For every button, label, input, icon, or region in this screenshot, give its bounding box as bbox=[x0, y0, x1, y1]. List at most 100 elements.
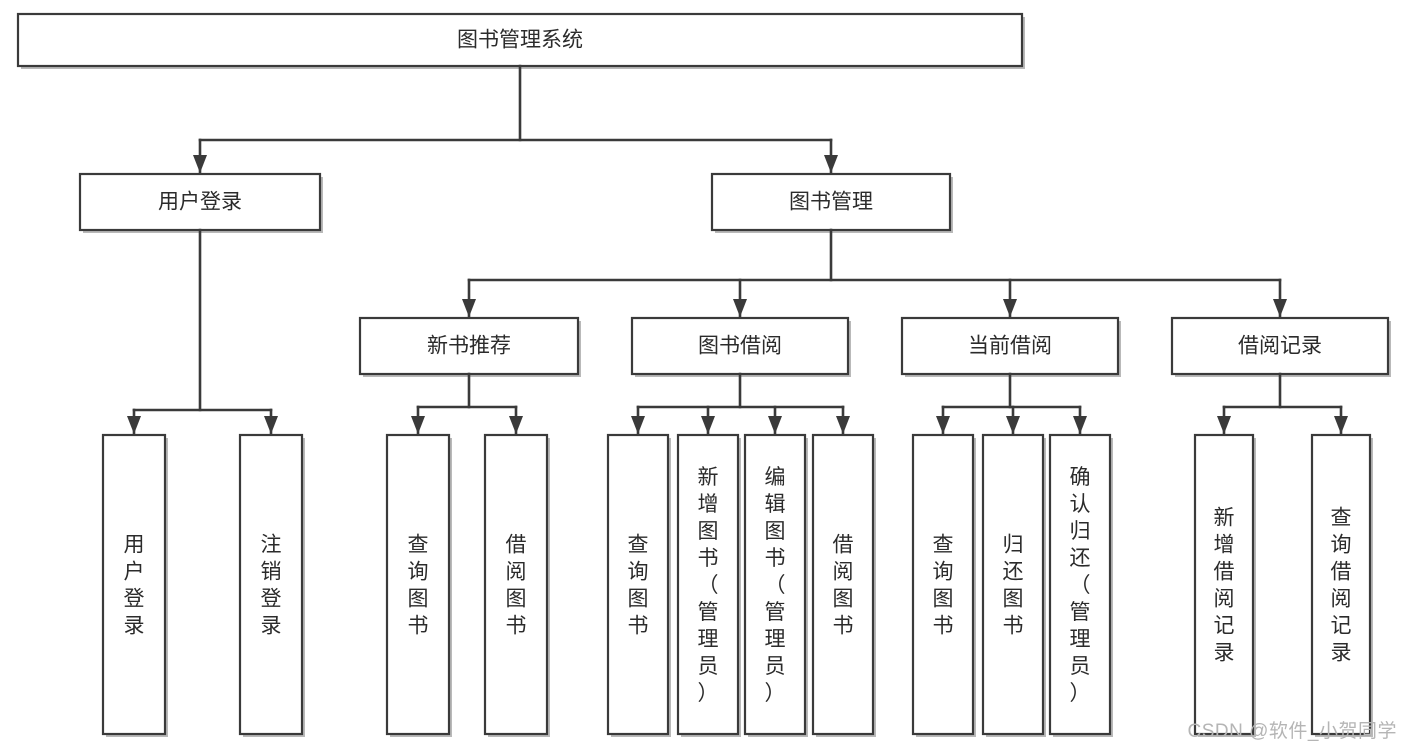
arrow-head bbox=[1003, 299, 1017, 317]
node-label-char: 户 bbox=[124, 561, 145, 584]
node-label-char: 查 bbox=[408, 534, 429, 557]
node-label-char: 书 bbox=[833, 615, 854, 638]
node-label-char: 还 bbox=[1003, 561, 1024, 584]
node-label: 图书借阅 bbox=[698, 335, 782, 358]
node-label: 图书管理 bbox=[789, 191, 873, 214]
node-label-char: 新 bbox=[1214, 507, 1235, 530]
node-label-char: 图 bbox=[833, 588, 854, 611]
node-current-borrow[interactable]: 当前借阅 bbox=[900, 316, 1121, 377]
node-label-char: 员 bbox=[698, 655, 719, 678]
node-label-char: 图 bbox=[698, 520, 719, 543]
node-label-char: 借 bbox=[1331, 561, 1352, 584]
node-user-login[interactable]: 用户登录 bbox=[78, 172, 323, 233]
node-label-char: 图 bbox=[765, 520, 786, 543]
node-root[interactable]: 图书管理系统 bbox=[16, 12, 1025, 69]
node-label-char: 询 bbox=[933, 561, 954, 584]
node-label-char: 图 bbox=[933, 588, 954, 611]
arrow-head bbox=[733, 299, 747, 317]
node-label-char: 理 bbox=[698, 628, 719, 651]
node-label-char: 理 bbox=[1070, 628, 1091, 651]
node-label-char: 录 bbox=[261, 615, 282, 638]
node-label-char: （ bbox=[698, 574, 719, 597]
node-book-manage[interactable]: 图书管理 bbox=[710, 172, 953, 233]
node-rect bbox=[1310, 433, 1372, 736]
node-label-char: 阅 bbox=[506, 561, 527, 584]
node-book-borrow[interactable]: 图书借阅 bbox=[630, 316, 851, 377]
node-label-char: ） bbox=[765, 682, 786, 705]
node-rect bbox=[358, 316, 580, 376]
arrow-head bbox=[462, 299, 476, 317]
node-label-char: 录 bbox=[1214, 642, 1235, 665]
node-label-char: 录 bbox=[124, 615, 145, 638]
node-rect bbox=[743, 433, 807, 736]
arrow-head bbox=[1073, 416, 1087, 434]
node-label-char: 书 bbox=[1003, 615, 1024, 638]
node-label-char: 阅 bbox=[1331, 588, 1352, 611]
node-label-char: 询 bbox=[408, 561, 429, 584]
node-rect bbox=[16, 12, 1024, 68]
node-label: 当前借阅 bbox=[968, 335, 1052, 358]
node-label-char: 还 bbox=[1070, 547, 1091, 570]
node-label-char: 销 bbox=[261, 561, 282, 584]
node-label-char: 书 bbox=[933, 615, 954, 638]
node-label-char: 增 bbox=[1214, 534, 1235, 557]
node-label-char: 新 bbox=[698, 466, 719, 489]
node-label-char: 查 bbox=[1331, 507, 1352, 530]
node-label: 图书管理系统 bbox=[457, 29, 583, 52]
node-label-char: 辑 bbox=[765, 493, 786, 516]
node-label-char: 记 bbox=[1331, 615, 1352, 638]
arrow-head bbox=[631, 416, 645, 434]
arrow-head bbox=[836, 416, 850, 434]
node-borrow-record[interactable]: 借阅记录 bbox=[1170, 316, 1391, 377]
node-label-char: 注 bbox=[261, 534, 282, 557]
node-label-char: 书 bbox=[628, 615, 649, 638]
node-label-char: 员 bbox=[1070, 655, 1091, 678]
arrow-head bbox=[1006, 416, 1020, 434]
node-label-char: 确 bbox=[1070, 466, 1091, 489]
node-label-char: 管 bbox=[765, 601, 786, 624]
arrow-head bbox=[701, 416, 715, 434]
node-label-char: 增 bbox=[698, 493, 719, 516]
node-label-char: 图 bbox=[408, 588, 429, 611]
node-label-char: ） bbox=[1070, 682, 1091, 705]
node-label: 用户登录 bbox=[158, 191, 242, 214]
node-label-char: 阅 bbox=[1214, 588, 1235, 611]
node-label-char: 书 bbox=[698, 547, 719, 570]
arrow-head bbox=[127, 416, 141, 434]
node-label-char: 图 bbox=[1003, 588, 1024, 611]
node-new-book-recommend[interactable]: 新书推荐 bbox=[358, 316, 581, 377]
node-rect bbox=[811, 433, 875, 736]
node-label-char: 登 bbox=[124, 588, 145, 611]
arrow-head bbox=[264, 416, 278, 434]
node-label-char: 询 bbox=[628, 561, 649, 584]
node-rect bbox=[101, 433, 167, 736]
node-rect bbox=[911, 433, 975, 736]
node-rect bbox=[1193, 433, 1255, 736]
node-user-login-leaf[interactable]: 用户登录 bbox=[101, 433, 168, 737]
node-label: 借阅记录 bbox=[1238, 335, 1322, 358]
arrow-head bbox=[411, 416, 425, 434]
node-label-char: 管 bbox=[698, 601, 719, 624]
node-label: 新书推荐 bbox=[427, 335, 511, 358]
node-label-char: 图 bbox=[506, 588, 527, 611]
node-label-char: 询 bbox=[1331, 534, 1352, 557]
node-label-char: 归 bbox=[1003, 534, 1024, 557]
node-label-char: 记 bbox=[1214, 615, 1235, 638]
node-label-char: 认 bbox=[1070, 493, 1091, 516]
node-label-char: 理 bbox=[765, 628, 786, 651]
arrow-head bbox=[768, 416, 782, 434]
node-label-char: 查 bbox=[628, 534, 649, 557]
